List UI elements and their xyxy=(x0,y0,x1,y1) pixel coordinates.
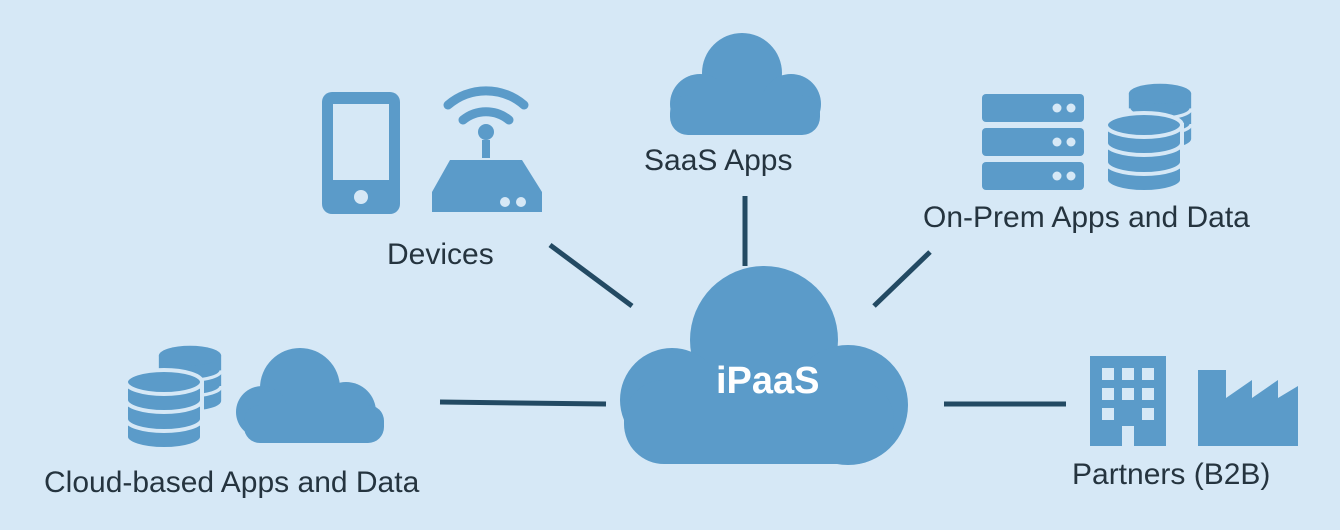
connector-cloud xyxy=(439,399,607,407)
cloud-based-cloud-icon xyxy=(236,348,384,443)
onprem-database-icon xyxy=(1104,83,1193,194)
wifi-router-icon xyxy=(432,86,542,212)
saas-label: SaaS Apps xyxy=(644,144,793,177)
connector-onprem xyxy=(872,250,932,308)
hub-label: iPaaS xyxy=(716,360,820,402)
devices-label: Devices xyxy=(387,238,494,271)
smartphone-icon xyxy=(322,92,400,214)
server-rack-icon xyxy=(982,94,1084,190)
factory-icon xyxy=(1198,370,1298,446)
hub-cloud-icon xyxy=(620,266,908,465)
saas-cloud-icon xyxy=(670,33,821,135)
office-building-icon xyxy=(1090,356,1166,446)
connector-devices xyxy=(548,242,634,309)
cloud-database-icon xyxy=(124,345,223,451)
partners-label: Partners (B2B) xyxy=(1072,458,1271,491)
cloud-based-label: Cloud-based Apps and Data xyxy=(44,466,420,499)
onprem-label: On-Prem Apps and Data xyxy=(923,201,1250,234)
